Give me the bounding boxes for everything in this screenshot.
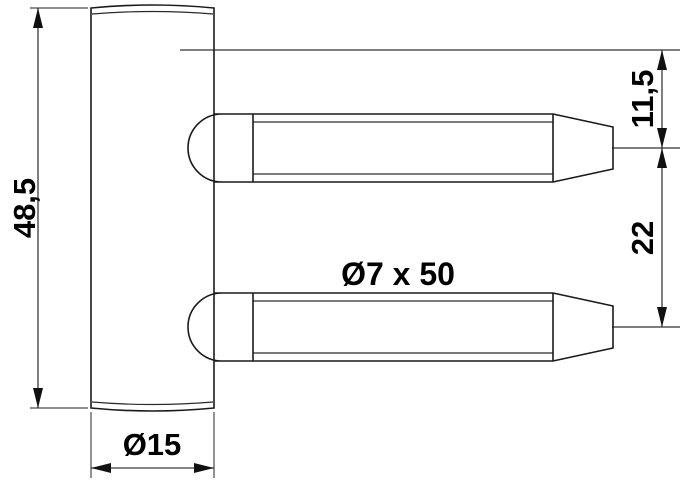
width-arrow-left [91,463,111,473]
width-dim-label: Ø15 [123,427,182,462]
top-offset-arrow-down [657,128,667,148]
dimension-overall-height: 48,5 [7,7,88,409]
width-arrow-right [194,463,214,473]
pin-spec-label: Ø7 x 50 [341,256,455,292]
body-outer-profile [90,4,215,412]
lower-pin-tapered-tip [552,292,614,362]
height-arrow-top [33,8,43,28]
pin-spacing-arrow-down [657,307,667,327]
annotation-pin-spec: Ø7 x 50 [341,256,455,292]
height-arrow-bottom [33,388,43,408]
dimension-top-offset: 11,5 [625,50,667,148]
body-bottom-inner-edge [91,401,214,406]
dimension-body-width: Ø15 [90,412,215,478]
upper-pin [187,113,614,183]
top-offset-arrow-up [657,50,667,70]
top-offset-dim-label: 11,5 [625,70,660,129]
body-top-inner-edge [91,10,214,15]
lower-pin-round-end [187,292,223,362]
hinge-body-plate [90,4,215,412]
height-dim-label: 48,5 [7,178,42,238]
pin-spacing-arrow-up [657,148,667,168]
pin-spacing-dim-label: 22 [625,221,660,255]
reference-lines [180,49,680,328]
upper-pin-tapered-tip [552,113,614,183]
dimension-pin-spacing: 22 [625,148,667,327]
lower-pin [187,292,614,362]
upper-pin-round-end [187,113,223,183]
